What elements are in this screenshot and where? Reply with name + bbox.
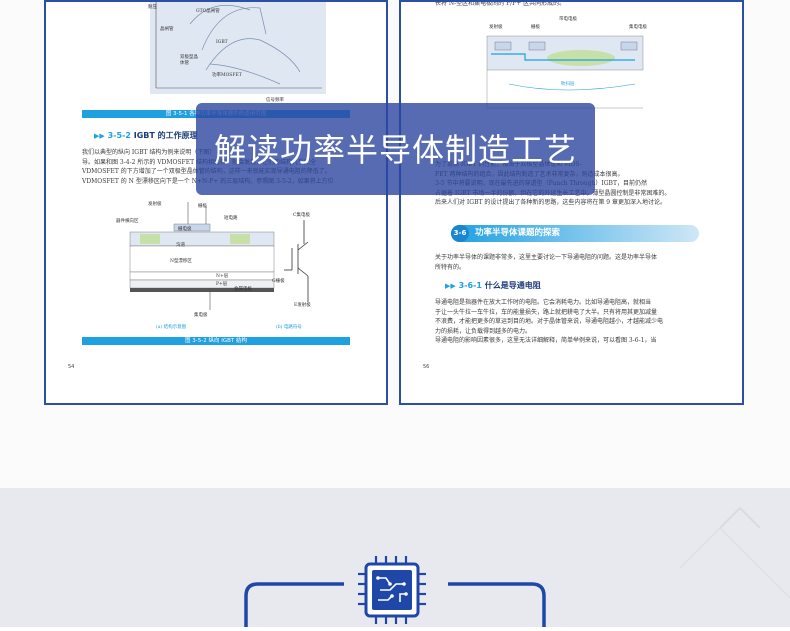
left-book-page: GTO晶闸管 晶闸管 IGBT 双极型晶体管 功率MOSFET 耐压 信号频率 … [44,0,388,405]
title-banner: 解读功率半导体制造工艺 [196,103,595,195]
top-line: 长将 N-型区和集电极间的 P/P+ 区共同形成的。 [435,0,566,7]
fig2-label: 器件横向区 [116,219,139,224]
fig1-xlabel: 信号频率 [266,98,284,103]
symbol-label: C集电极 [293,213,310,218]
fig-label: 集电电极 [629,25,647,30]
bottom-section [0,488,790,627]
fig2-label: 集电极 [194,313,208,318]
symbol-label: E发射极 [294,303,311,308]
fig-label: 发射极 [489,25,503,30]
fig1-label: GTO晶闸管 [196,9,220,14]
fig2-label: N+层 [216,274,229,279]
bottom-decoration [244,506,790,627]
fig2-label: N型漂移区 [170,259,192,264]
fig1-label: 双极型晶体管 [180,55,198,66]
right-book-page: 长将 N-型区和集电极间的 P/P+ 区共同形成的。 发射极 栅极 带电电极 集… [399,0,744,405]
fig-label: 吹扫层 [561,82,575,87]
fig2-caption: 图 3-5-2 纵向 IGBT 结构 [82,337,350,345]
igbt-circuit-symbol [284,220,309,302]
body-text: 导通电阻是指器件在放大工作时的电阻。它会消耗电力。比如导通电阻高，就相当 于让一… [435,299,664,345]
fig2-label: 短电路 [224,216,238,221]
page-number: 54 [68,364,75,370]
device-cross-section [486,35,644,109]
subcaption-a: (a) 结构示意图 [156,325,187,330]
circuit-chip-icon [358,556,426,624]
fig1-label: 功率MOSFET [212,73,242,78]
fig2-label: 金属电极 [234,287,252,292]
section-intro: 关于功率半导体的课题非常多，这里主要讨论一下导通电阻的问题。这是功率半导体 所特… [435,254,658,271]
fig-label: 栅极 [531,25,540,30]
device-range-curves [155,2,322,89]
symbol-label: G栅极 [272,279,285,284]
section-3-6-1-heading: ▶▶ 3-6-1 什么是导通电阻 [445,281,541,290]
fig2-label: P+层 [216,282,228,287]
section-3-5-2-heading: ▶▶ 3-5-2 IGBT 的工作原理 [94,131,198,140]
banner-title: 解读功率半导体制造工艺 [213,131,577,169]
subcaption-b: (b) 电路符号 [276,325,302,330]
page-number: 56 [423,364,430,370]
fig1-label: IGBT [216,40,228,45]
section-3-6-header: 3-6 功率半导体课题的探索 [451,225,699,242]
fig1-ylabel: 耐压 [148,5,157,10]
fig2-label: 栅极 [198,204,207,209]
device-range-chart: GTO晶闸管 晶闸管 IGBT 双极型晶体管 功率MOSFET 耐压 [148,2,326,94]
fig2-label: 栅电极 [178,227,192,232]
igbt-structure-diagram [129,202,275,310]
fig2-label: 发射极 [148,202,162,207]
fig2-label: 沟道 [176,243,185,248]
fig1-label: 晶闸管 [160,27,174,32]
fig-label: 带电电极 [559,17,577,22]
